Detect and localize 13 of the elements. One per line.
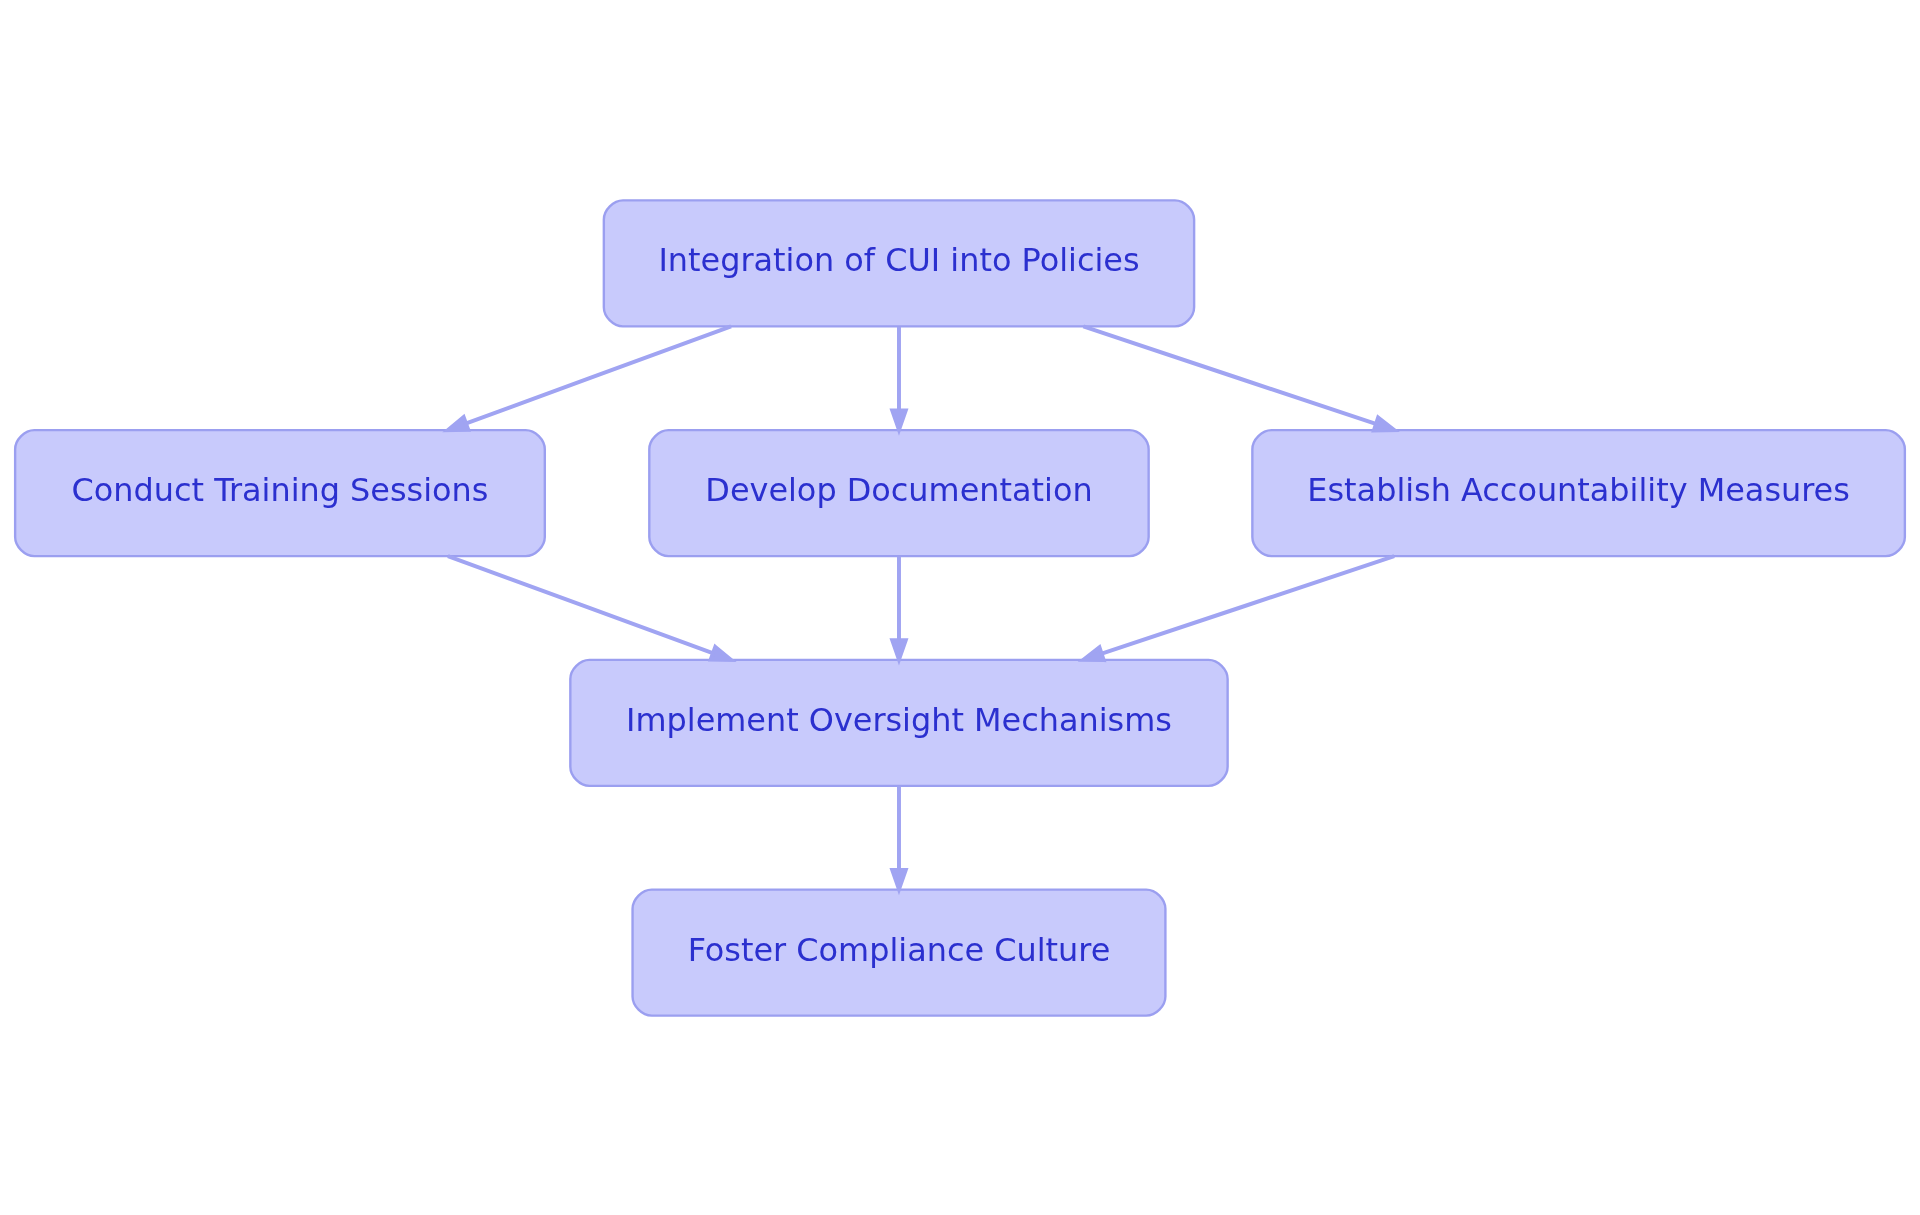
- arrow: [889, 326, 909, 436]
- node-box: Develop Documentation: [648, 428, 1150, 557]
- node-box: Foster Compliance Culture: [631, 887, 1167, 1017]
- arrow: [442, 324, 732, 432]
- arrow: [1077, 553, 1395, 662]
- arrow: [889, 785, 909, 895]
- node-box: Establish Accountability Measures: [1251, 428, 1907, 557]
- node-box: Implement Oversight Mechanisms: [569, 658, 1229, 787]
- node-box: Conduct Training Sessions: [13, 428, 546, 557]
- arrow: [1082, 324, 1400, 432]
- arrow: [447, 553, 737, 662]
- arrow: [889, 556, 909, 665]
- node-box: Integration of CUI into Policies: [602, 198, 1196, 328]
